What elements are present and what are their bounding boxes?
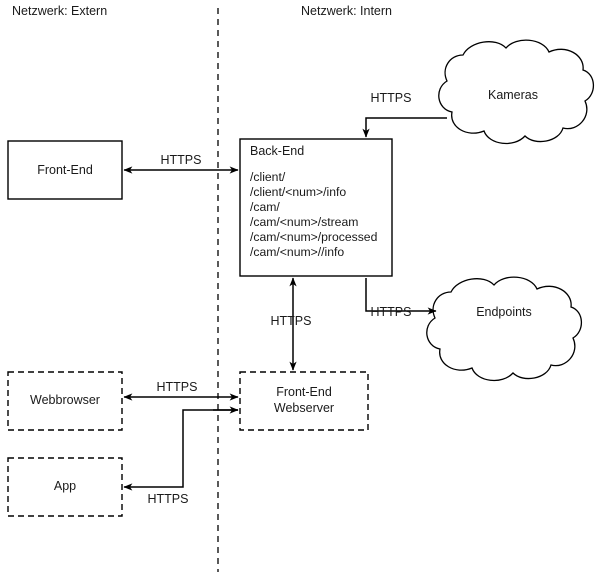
node-app-label: App — [54, 479, 76, 493]
protocol-label-frontend-backend: HTTPS — [161, 153, 202, 167]
node-frontend[interactable] — [7, 140, 123, 200]
node-frontend-webserver[interactable] — [239, 371, 369, 431]
backend-path-cam: /cam/ — [250, 200, 280, 214]
zone-label-extern: Netzwerk: Extern — [12, 4, 107, 18]
node-endpoints[interactable] — [426, 276, 583, 382]
node-frontend-webserver-label-line1: Front-End — [276, 385, 332, 399]
node-webbrowser-label: Webbrowser — [30, 393, 100, 407]
protocol-label-backend-webserver: HTTPS — [271, 314, 312, 328]
protocol-label-webbrowser-webserver: HTTPS — [157, 380, 198, 394]
backend-path-cam-processed: /cam/<num>/processed — [250, 230, 377, 244]
protocol-label-backend-endpoints: HTTPS — [371, 305, 412, 319]
backend-path-cam-stream: /cam/<num>/stream — [250, 215, 358, 229]
node-frontend-label: Front-End — [37, 163, 93, 177]
protocol-label-app-webserver: HTTPS — [148, 492, 189, 506]
node-frontend-webserver-label-line2: Webserver — [274, 401, 334, 415]
node-endpoints-label: Endpoints — [476, 305, 532, 319]
backend-path-cam-info: /cam/<num>//info — [250, 245, 344, 259]
node-kameras-label: Kameras — [488, 88, 538, 102]
backend-path-client: /client/ — [250, 170, 286, 184]
backend-path-client-info: /client/<num>/info — [250, 185, 346, 199]
node-app[interactable] — [7, 457, 123, 517]
zone-label-intern: Netzwerk: Intern — [301, 4, 392, 18]
node-kameras[interactable] — [438, 39, 595, 145]
node-backend-title: Back-End — [250, 144, 304, 158]
node-webbrowser[interactable] — [7, 371, 123, 431]
protocol-label-kameras-backend: HTTPS — [371, 91, 412, 105]
connection-kameras-backend[interactable] — [362, 117, 447, 138]
connection-backend-endpoints[interactable] — [365, 278, 437, 315]
node-backend[interactable] — [239, 138, 393, 277]
connection-app-webserver[interactable] — [123, 409, 238, 491]
